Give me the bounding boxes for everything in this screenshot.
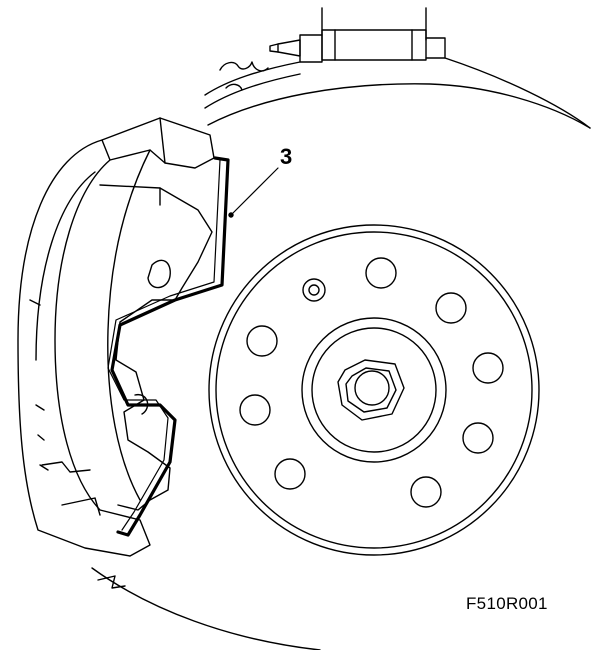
- anti-rattle-spring-clip: [108, 158, 228, 535]
- hub-nut: [338, 360, 404, 420]
- callout-leader-3: [229, 168, 278, 217]
- caliper-mounting-bracket: [205, 8, 445, 108]
- brake-disc: [92, 58, 590, 650]
- brake-pad-backing-plate: [108, 150, 212, 510]
- wheel-bolt-holes: [240, 258, 503, 507]
- brake-caliper: [18, 118, 214, 556]
- figure-code: F510R001: [466, 594, 548, 613]
- callout-label-3: 3: [280, 144, 293, 169]
- wheel-hub: [209, 225, 539, 555]
